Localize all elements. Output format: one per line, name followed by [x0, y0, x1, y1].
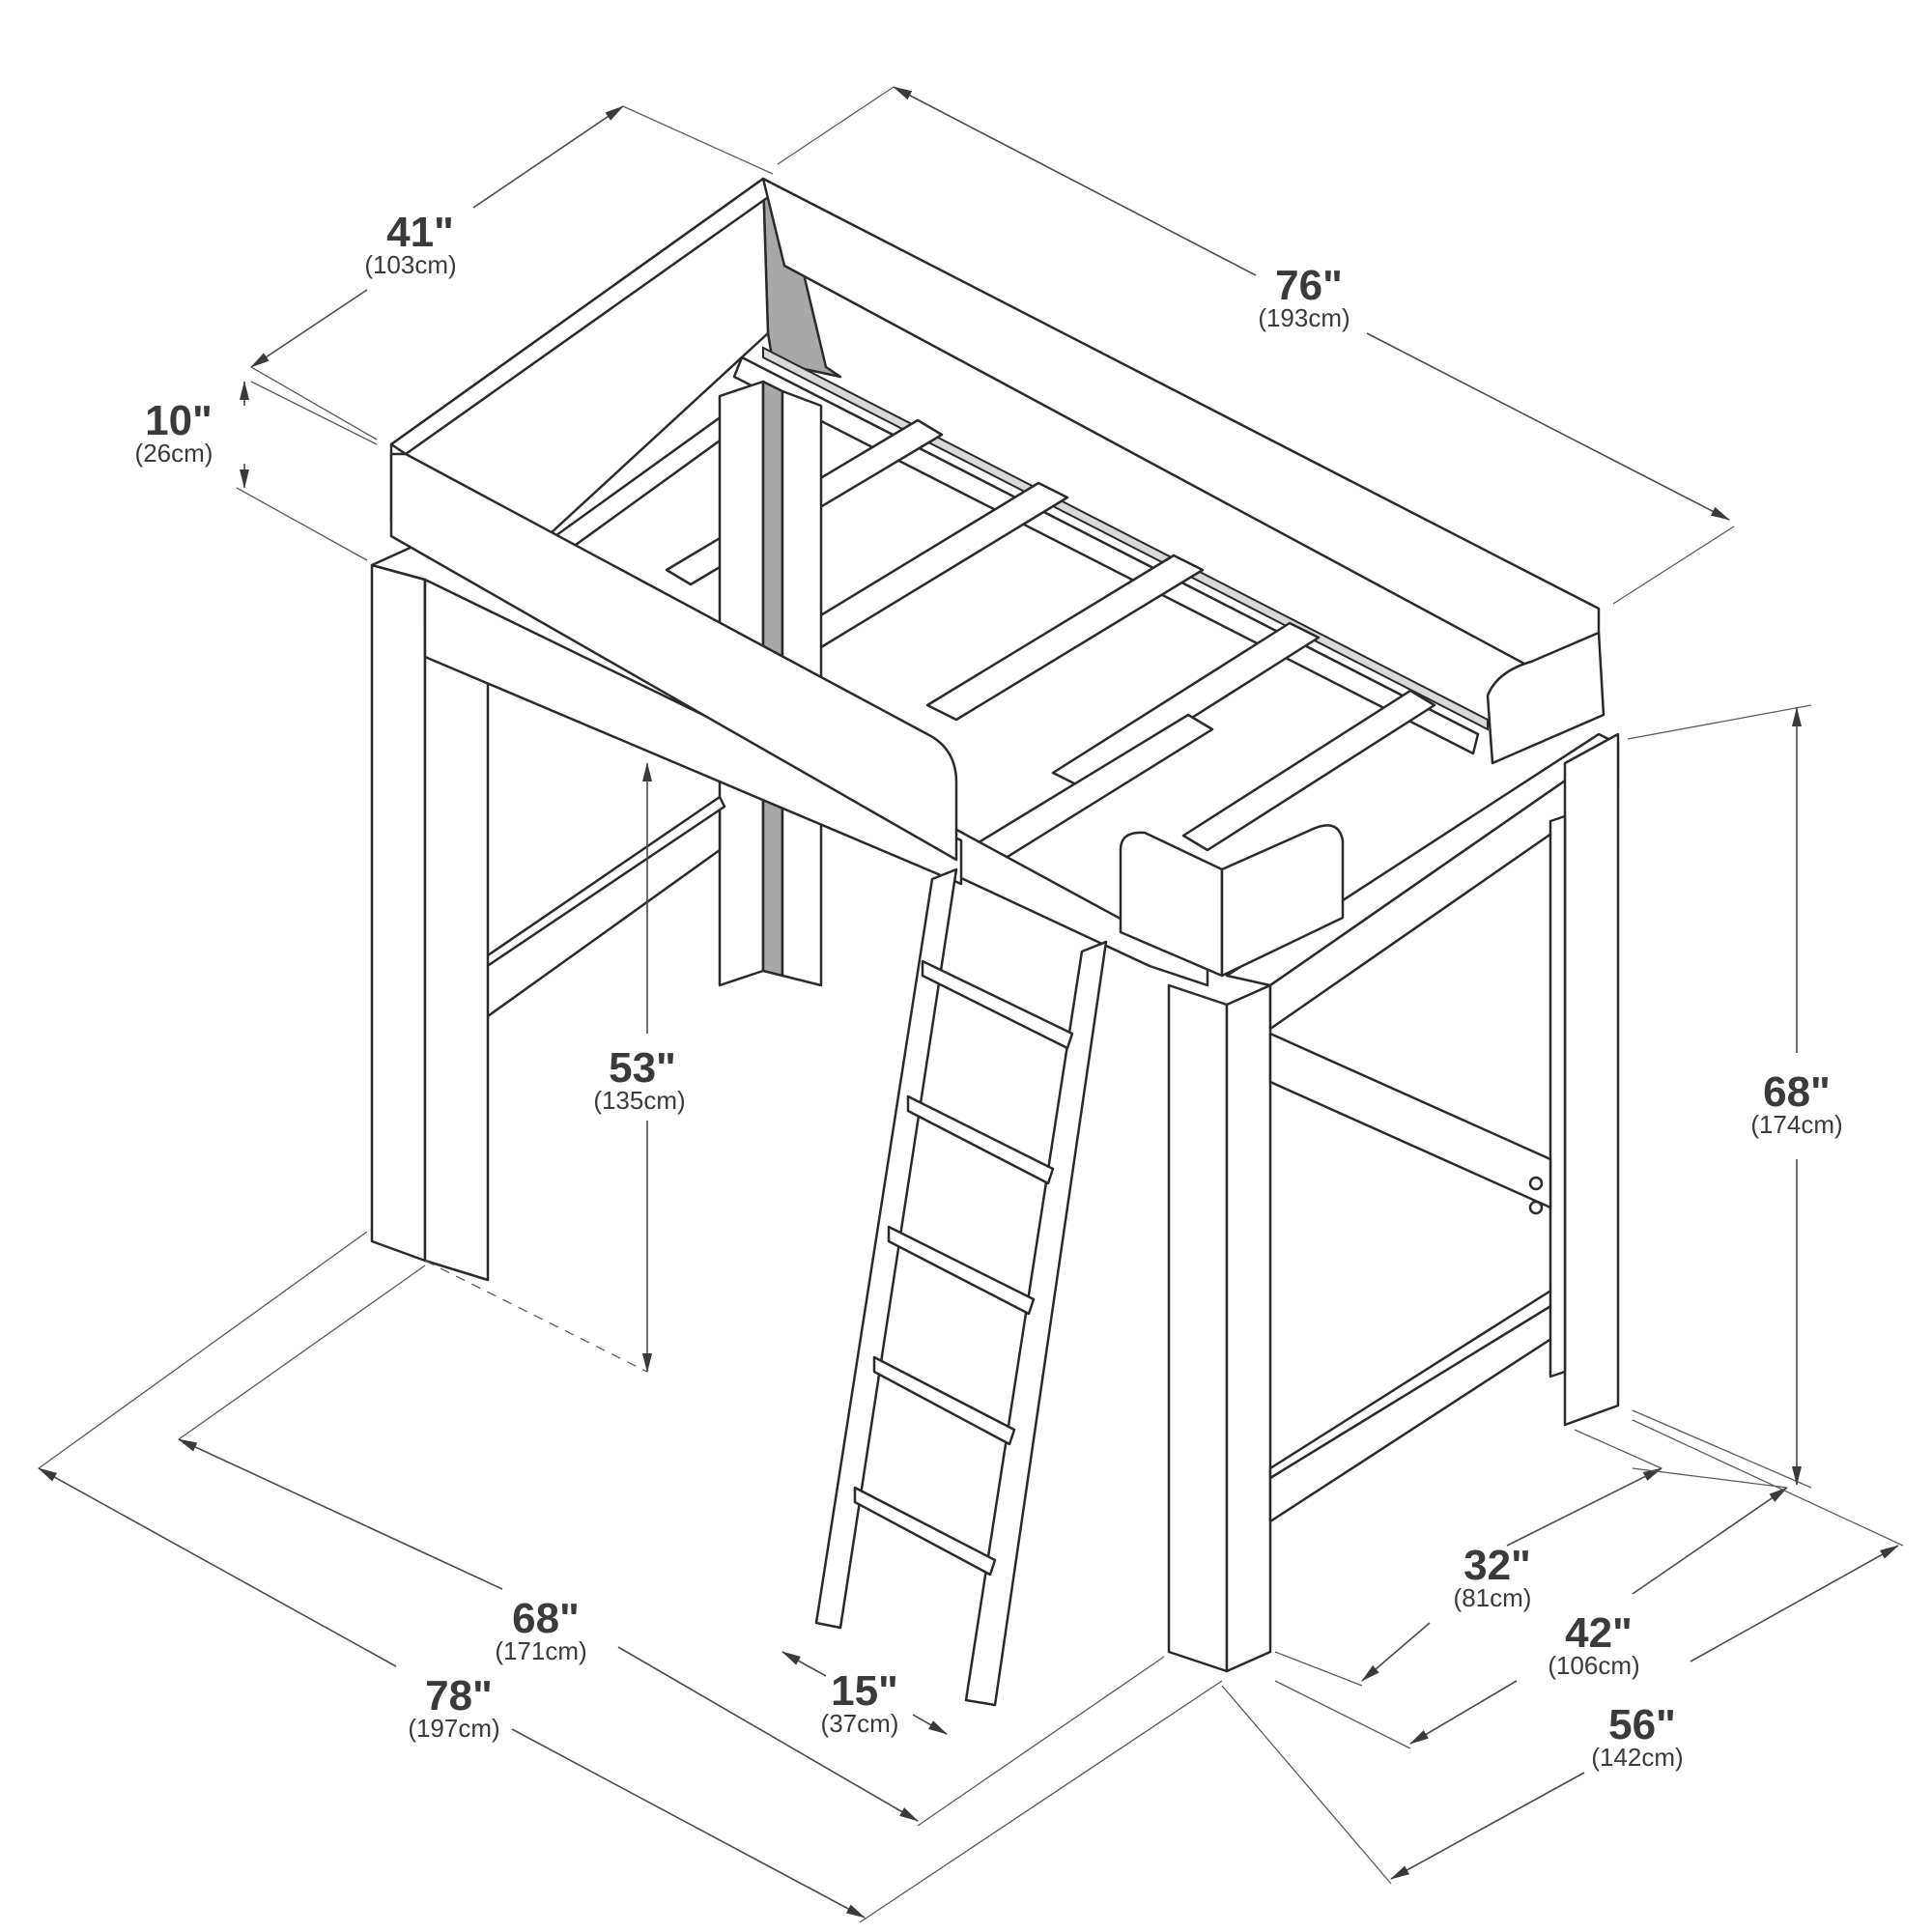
- dim-clearance-sub: (135cm): [593, 1086, 685, 1115]
- slat: [1051, 621, 1321, 789]
- ladder-right-rail: [964, 940, 1108, 1707]
- dim-depth-top-main: 41": [386, 209, 454, 256]
- front-right-leg-face: [1225, 983, 1272, 1673]
- ladder-rung: [921, 959, 1074, 1050]
- slat: [964, 713, 1214, 867]
- dim-depth-top-sub: (103cm): [364, 250, 456, 279]
- dim-inner-depth-sub: (81cm): [1454, 1583, 1532, 1612]
- front-right-leg: [1167, 983, 1229, 1673]
- dim-length-top-sub: (193cm): [1258, 303, 1350, 332]
- dim-rail-height-sub: (26cm): [135, 439, 213, 468]
- front-left-leg-face: [423, 578, 490, 1282]
- back-right-leg: [1563, 732, 1620, 1427]
- dim-inner-length-main: 68": [512, 1595, 580, 1642]
- dim-clearance-main: 53": [609, 1044, 676, 1092]
- slat: [925, 554, 1205, 722]
- bolt-hole: [1528, 1200, 1544, 1215]
- ladder-guard-panel-side: [1220, 824, 1345, 978]
- dim-depth-42-sub: (106cm): [1548, 1651, 1639, 1680]
- ladder-rung: [906, 1094, 1055, 1185]
- dim-ladder-width-main: 15": [831, 1667, 898, 1715]
- ladder-rung: [853, 1486, 997, 1577]
- dim-total-depth-sub: (142cm): [1591, 1743, 1683, 1772]
- dim-total-length-main: 78": [425, 1672, 493, 1719]
- back-right-leg-inner: [1548, 814, 1567, 1378]
- right-guard-panel: [1486, 631, 1605, 765]
- right-end-lower-rail-top: [1268, 1283, 1572, 1480]
- dim-rail-height-main: 10": [145, 397, 213, 444]
- loft-bed-drawing: [370, 177, 1620, 1707]
- dim-total-height-main: 68": [1763, 1068, 1831, 1116]
- dimension-labels: 41" (103cm) 76" (193cm) 10" (26cm) 53" (…: [135, 209, 1843, 1772]
- dim-length-top-main: 76": [1275, 262, 1343, 309]
- bed-slats: [665, 418, 1436, 867]
- right-side-lower-rail: [1268, 1032, 1552, 1209]
- ladder: [814, 867, 1108, 1707]
- ladder-rung: [872, 1355, 1016, 1446]
- slat: [790, 481, 1069, 649]
- dim-inner-depth-main: 32": [1463, 1542, 1531, 1589]
- ladder-left-rail: [814, 867, 958, 1630]
- front-left-leg: [370, 563, 427, 1263]
- dim-total-height-sub: (174cm): [1750, 1110, 1842, 1139]
- front-guard-rail: [389, 452, 958, 862]
- dim-ladder-width-sub: (37cm): [821, 1709, 899, 1738]
- ladder-rung: [887, 1225, 1036, 1316]
- dim-inner-length-sub: (171cm): [495, 1636, 586, 1665]
- right-end-lower-rail: [1268, 1293, 1562, 1523]
- slat: [1181, 689, 1436, 852]
- dim-total-depth-main: 56": [1608, 1701, 1676, 1748]
- dimension-lines: [38, 86, 1904, 1923]
- dim-depth-42-main: 42": [1565, 1609, 1633, 1657]
- dim-total-length-sub: (197cm): [408, 1714, 499, 1743]
- bolt-hole: [1528, 1176, 1544, 1191]
